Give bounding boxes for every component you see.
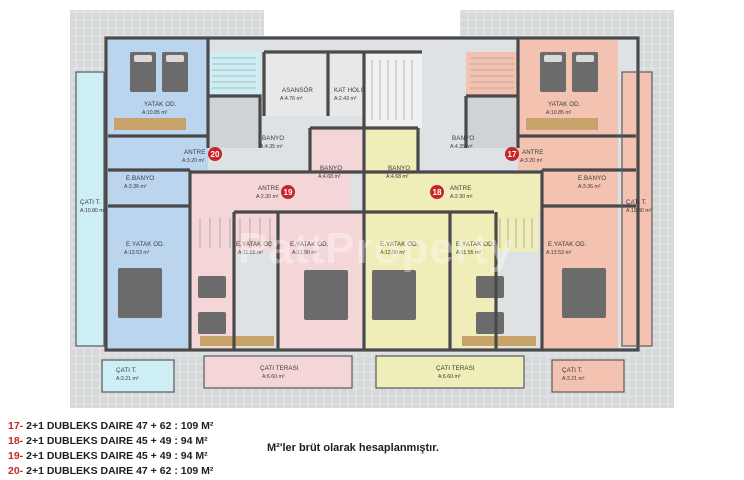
wardrobe-icon <box>114 118 598 346</box>
walls <box>104 36 640 352</box>
area-teras-left: A:6.60 m² <box>262 374 285 380</box>
room-antre-18 <box>366 172 542 212</box>
label-yatak-19: E.YATAK OD. <box>236 241 275 248</box>
stair-19 <box>194 212 278 252</box>
area-eyatak-19: A:12.90 m² <box>292 250 318 256</box>
area-teras-right: A:6.60 m² <box>438 374 461 380</box>
label-kat-holu: KAT HOLÜ <box>334 87 365 94</box>
area-banyo-18: A:4.68 m² <box>386 174 409 180</box>
area-cati-small-right: A:3.21 m² <box>562 376 585 382</box>
area-note: M²'ler brüt olarak hesaplanmıştır. <box>267 442 439 454</box>
area-ebanyo-right: A:3.36 m² <box>578 184 601 190</box>
room-teras-right <box>376 356 524 388</box>
legend-line-17: 17- 2+1 DUBLEKS DAIRE 47 + 62 : 109 M² <box>8 420 214 432</box>
pillow-icon <box>134 55 594 62</box>
label-banyo-17: BANYO <box>452 135 474 142</box>
area-antre-17: A:3.20 m² <box>520 158 543 164</box>
svg-text:18: 18 <box>433 188 442 197</box>
area-yatak-right: A:10.85 m² <box>546 110 572 116</box>
area-ebanyo-left: A:3.36 m² <box>124 184 147 190</box>
label-cati-right: ÇATI T. <box>626 199 647 206</box>
area-antre-18: A:2.30 m² <box>450 194 473 200</box>
svg-text:17: 17 <box>508 150 517 159</box>
room-asansor <box>266 52 328 116</box>
floor-plan: YATAK OD. A:10.85 m² YATAK OD. A:10.85 m… <box>70 10 674 408</box>
bed-icon <box>118 52 606 334</box>
room-cati-small-left <box>102 360 174 392</box>
area-yatak-18: A:11.55 m² <box>456 250 481 256</box>
label-eyatak-left: E.YATAK OD. <box>126 241 165 248</box>
area-cati-right: A:10.80 m² <box>626 208 652 214</box>
area-banyo-20: A:4.35 m² <box>260 144 283 150</box>
label-yatak-right: YATAK OD. <box>548 101 581 108</box>
label-antre-17: ANTRE <box>522 149 543 156</box>
area-banyo-19: A:4.68 m² <box>318 174 341 180</box>
room-teras-left <box>204 356 352 388</box>
area-eyatak-18: A:12.90 m² <box>380 250 406 256</box>
label-asansor: ASANSÖR <box>282 87 313 94</box>
watermark: PattProperty <box>238 224 515 273</box>
area-antre-20: A:3.20 m² <box>182 158 205 164</box>
label-teras-left: ÇATI TERASI <box>260 365 299 372</box>
stair-treads <box>199 57 533 248</box>
room-cati-left <box>76 72 104 346</box>
label-ebanyo-right: E.BANYO <box>578 175 606 182</box>
core-stair <box>364 52 422 128</box>
legend-line-20: 20- 2+1 DUBLEKS DAIRE 47 + 62 : 109 M² <box>8 465 214 477</box>
svg-text:19: 19 <box>284 188 293 197</box>
room-antre-19 <box>190 172 350 212</box>
label-antre-18: ANTRE <box>450 185 471 192</box>
stair-right <box>466 52 518 96</box>
room-cati-small-right <box>552 360 624 392</box>
terrace-rails <box>75 71 653 393</box>
area-cati-small-left: A:3.21 m² <box>116 376 139 382</box>
area-eyatak-left: A:13.53 m² <box>124 250 150 256</box>
unit-badge-18: 18 <box>430 185 444 199</box>
label-antre-20: ANTRE <box>184 149 205 156</box>
label-eyatak-right: E.YATAK OD. <box>548 241 587 248</box>
label-yatak-18: E.YATAK OD. <box>456 241 495 248</box>
label-cati-left: ÇATI T. <box>80 199 101 206</box>
room-ebanyo-right <box>542 170 618 206</box>
label-ebanyo-left: E.BANYO <box>126 175 154 182</box>
room-banyo-20 <box>208 96 260 148</box>
area-banyo-17: A:4.35 m² <box>450 144 473 150</box>
label-eyatak-19: E.YATAK OD. <box>290 241 329 248</box>
svg-text:20: 20 <box>211 150 220 159</box>
unit-badge-17: 17 <box>505 147 519 161</box>
label-banyo-18: BANYO <box>388 165 410 172</box>
room-banyo-19 <box>310 128 362 172</box>
label-teras-right: ÇATI TERASI <box>436 365 475 372</box>
label-cati-small-left: ÇATI T. <box>116 367 137 374</box>
room-antre-20 <box>108 136 208 170</box>
legend-line-18: 18- 2+1 DUBLEKS DAIRE 45 + 49 : 94 M² <box>8 435 208 447</box>
label-eyatak-18: E.YATAK OD. <box>380 241 419 248</box>
label-cati-small-right: ÇATI T. <box>562 367 583 374</box>
area-antre-19: A:2.30 m² <box>256 194 279 200</box>
area-kat-holu: A:2.43 m² <box>334 96 357 102</box>
room-kat-holu <box>328 52 364 116</box>
area-eyatak-right: A:13.53 m² <box>546 250 572 256</box>
area-yatak-19: A:11.55 m² <box>238 250 263 256</box>
room-banyo-18 <box>366 128 418 172</box>
room-labels: YATAK OD. A:10.85 m² YATAK OD. A:10.85 m… <box>80 87 652 382</box>
room-ebanyo-left <box>108 170 190 206</box>
unit-legend: 17- 2+1 DUBLEKS DAIRE 47 + 62 : 109 M² 1… <box>8 419 213 479</box>
legend-line-19: 19- 2+1 DUBLEKS DAIRE 45 + 49 : 94 M² <box>8 450 208 462</box>
label-yatak-left: YATAK OD. <box>144 101 177 108</box>
area-yatak-left: A:10.85 m² <box>142 110 168 116</box>
area-cati-left: A:10.80 m² <box>80 208 106 214</box>
room-antre-17 <box>518 136 618 170</box>
unit-badge-19: 19 <box>281 185 295 199</box>
area-asansor: A:4.76 m² <box>280 96 303 102</box>
room-banyo-17 <box>466 96 518 148</box>
label-antre-19: ANTRE <box>258 185 279 192</box>
stair-left <box>208 52 260 96</box>
label-banyo-19: BANYO <box>320 165 342 172</box>
unit-badge-20: 20 <box>208 147 222 161</box>
label-banyo-20: BANYO <box>262 135 284 142</box>
